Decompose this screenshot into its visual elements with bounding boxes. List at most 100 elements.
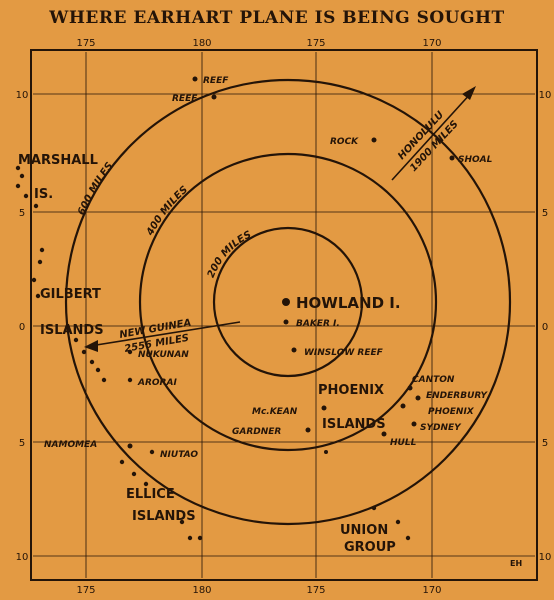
gardner-dot [305, 427, 311, 433]
baker-label: BAKER I. [296, 319, 340, 329]
gilbert-dot [35, 293, 41, 299]
ellice-dot [179, 519, 185, 525]
hull-label: HULL [390, 438, 417, 448]
phoenix-group-label: PHOENIX [318, 383, 384, 398]
howland-label: HOWLAND I. [296, 294, 401, 312]
winslow-label: WINSLOW REEF [304, 348, 384, 358]
island-dots [15, 76, 455, 541]
ellice-label: ELLICE [126, 487, 175, 502]
newguinea-route-line [89, 321, 241, 347]
namomea-label: NAMOMEA [44, 440, 97, 450]
howland-dot [282, 298, 290, 306]
reef-dot [211, 94, 217, 100]
hull-dot [381, 431, 387, 437]
baker-dot [283, 319, 289, 325]
reef-dot [192, 76, 198, 82]
circle-200-miles [212, 226, 364, 378]
left-tick: 10 [16, 552, 29, 563]
winslow-dot [291, 347, 297, 353]
gilbert-dot [89, 359, 95, 365]
grid [33, 52, 535, 578]
left-tick: 5 [19, 208, 25, 219]
gardner-label: GARDNER [232, 427, 281, 437]
ellice-dot [187, 535, 193, 541]
left-tick: 10 [16, 90, 29, 101]
sydney-dot [411, 421, 417, 427]
right-tick: 10 [539, 552, 552, 563]
nukunan-dot [127, 349, 133, 355]
arrowhead-icon [84, 340, 98, 352]
top-tick: 170 [422, 38, 441, 49]
union-label: UNION [340, 523, 388, 538]
union-group-label: GROUP [344, 540, 396, 555]
mckean-label: Mc.KEAN [252, 407, 298, 417]
shoal-dot [449, 155, 455, 161]
ellice-islands-label: ISLANDS [132, 509, 196, 524]
gilbert-islands-label: ISLANDS [40, 323, 104, 338]
reef-label: REEF [203, 76, 229, 86]
circle-600-miles [64, 78, 512, 526]
ellice-dot [197, 535, 203, 541]
bottom-tick: 175 [306, 585, 325, 596]
canton-label: CANTON [412, 375, 455, 385]
circle-200-label: 200 MILES [206, 229, 254, 279]
honolulu-route-line [391, 91, 473, 181]
ellice-dot [119, 459, 125, 465]
bottom-tick: 175 [76, 585, 95, 596]
right-tick: 5 [542, 208, 548, 219]
circle-600-label: 600 MILES [76, 161, 115, 217]
union-dot [395, 519, 401, 525]
arrowhead-icon [462, 86, 476, 100]
gilbert-dot [95, 367, 101, 373]
top-tick: 180 [192, 38, 211, 49]
union-dot [371, 505, 377, 511]
island-dot [324, 450, 328, 454]
shoal-label: SHOAL [458, 155, 493, 165]
top-tick: 175 [76, 38, 95, 49]
headline: WHERE EARHART PLANE IS BEING SOUGHT [49, 8, 505, 28]
gilbert-dot [31, 277, 37, 283]
rock-label: ROCK [330, 137, 359, 147]
gilbert-dot [73, 337, 79, 343]
phoenix-islands-label: ISLANDS [322, 417, 386, 432]
circle-400-label: 400 MILES [144, 184, 190, 238]
gilbert-dot [37, 259, 43, 265]
sydney-label: SYDNEY [420, 423, 462, 433]
marshall-dot [15, 165, 21, 171]
right-tick: 10 [539, 90, 552, 101]
union-dot [405, 535, 411, 541]
circle-400-miles [138, 152, 438, 452]
namomea-dot [127, 443, 133, 449]
left-tick: 5 [19, 438, 25, 449]
rock-dot [371, 137, 377, 143]
gilbert-dot [81, 349, 87, 355]
left-tick: 0 [19, 322, 25, 333]
phoenix-island-label: PHOENIX [428, 407, 475, 417]
phoenix-dot [400, 403, 406, 409]
marshall-dot [15, 183, 21, 189]
mckean-dot [321, 405, 327, 411]
gilbert-dot [39, 247, 45, 253]
right-tick: 5 [542, 438, 548, 449]
marshall-dot [23, 193, 29, 199]
arorai-dot [127, 377, 133, 383]
nukunan-label: NUKUNAN [138, 350, 189, 360]
reef-label: REEF [172, 94, 198, 104]
search-radii [64, 78, 512, 526]
marshall-dot [33, 203, 39, 209]
ellice-dot [143, 481, 149, 487]
canton-dot [407, 385, 413, 391]
right-tick: 0 [542, 322, 548, 333]
artist-credit: EH [510, 559, 522, 568]
enderbury-dot [415, 395, 421, 401]
niutao-dot [149, 449, 155, 455]
gilbert-label: GILBERT [40, 287, 101, 302]
bottom-tick: 180 [192, 585, 211, 596]
gilbert-dot [101, 377, 107, 383]
marshall-dot [19, 173, 25, 179]
niutao-label: NIUTAO [160, 450, 198, 460]
bottom-tick: 170 [422, 585, 441, 596]
ellice-dot [131, 471, 137, 477]
map-frame [30, 49, 538, 581]
